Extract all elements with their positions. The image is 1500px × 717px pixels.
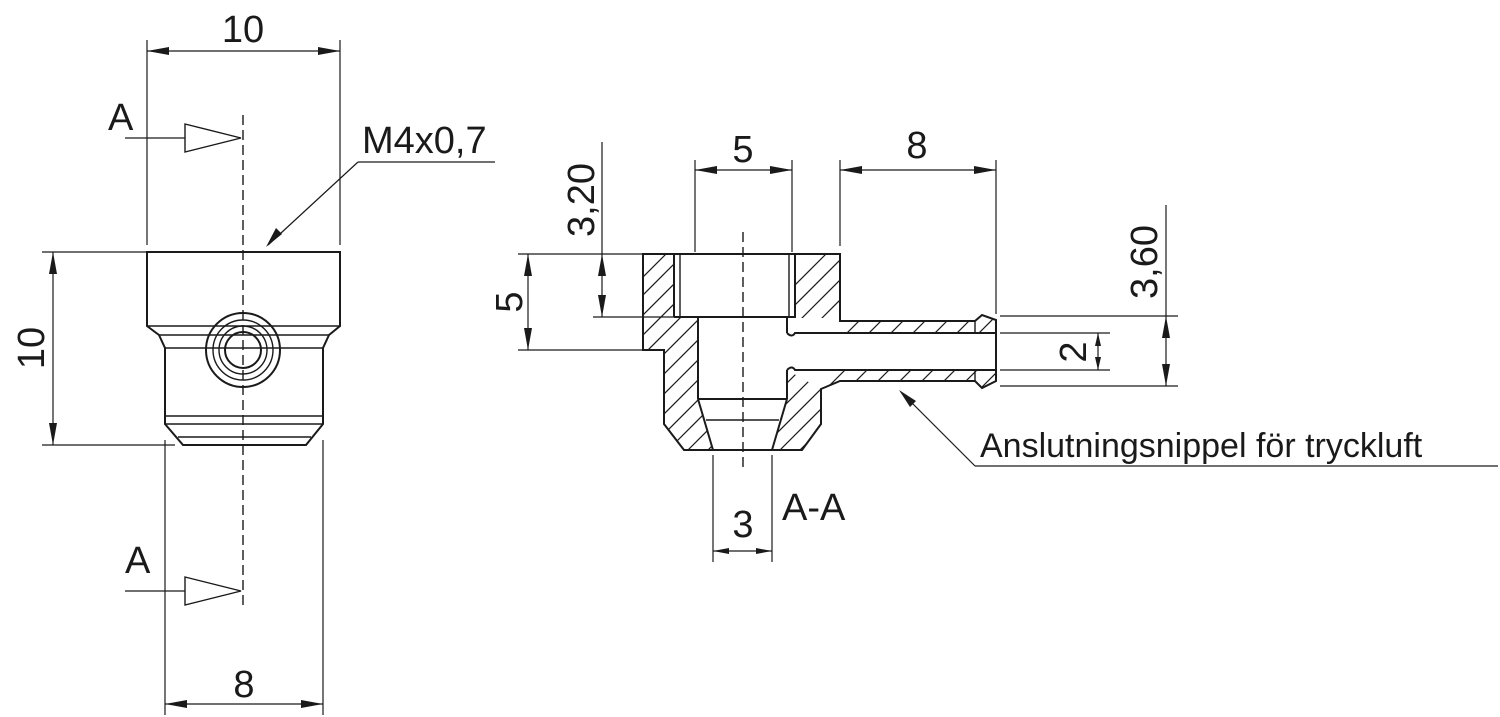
front-dim-top-width-value: 10 [222,9,264,51]
section-dim-nipple-outer: 3,60 [1000,205,1178,387]
section-marker-top: A [108,97,242,153]
section-hatching [643,254,996,450]
front-view-outline [146,251,341,446]
front-dim-top-width: 10 [146,9,341,245]
thread-callout: M4x0,7 [266,120,495,247]
section-dim-upper-height: 5 [489,253,643,351]
section-dim-nipple-outer-value: 3,60 [1124,225,1166,299]
section-dim-outlet-width-value: 3 [732,504,753,546]
front-dim-bottom-width: 8 [164,440,324,715]
section-dim-bore-depth-value: 3,20 [561,163,603,237]
section-marker-top-label: A [108,97,134,139]
section-outline [642,253,997,451]
section-dim-outlet-width: 3 [712,455,773,562]
section-marker-bottom: A [125,540,242,606]
thread-callout-label: M4x0,7 [362,120,487,162]
nipple-label: Anslutningsnippel för tryckluft [980,427,1423,465]
section-dim-upper-height-value: 5 [489,291,531,312]
section-marker-bottom-label: A [125,540,151,582]
section-dim-nipple-length: 8 [839,125,997,314]
front-dim-height-value: 10 [11,327,53,369]
section-dim-nipple-length-value: 8 [906,125,927,167]
front-dim-height: 10 [11,251,175,446]
section-dim-bore-width: 5 [694,129,793,252]
section-dim-bore-width-value: 5 [732,129,753,171]
section-dim-bore-depth: 3,20 [561,142,674,318]
front-dim-bottom-width-value: 8 [233,664,254,706]
nipple-leader: Anslutningsnippel för tryckluft [899,390,1498,467]
section-view: 5 8 3,20 5 [489,125,1498,562]
front-view: 10 10 8 A A [11,9,495,715]
section-view-title: A-A [782,487,846,529]
section-dim-nipple-inner-value: 2 [1053,341,1095,362]
section-dim-nipple-inner: 2 [1000,332,1110,371]
